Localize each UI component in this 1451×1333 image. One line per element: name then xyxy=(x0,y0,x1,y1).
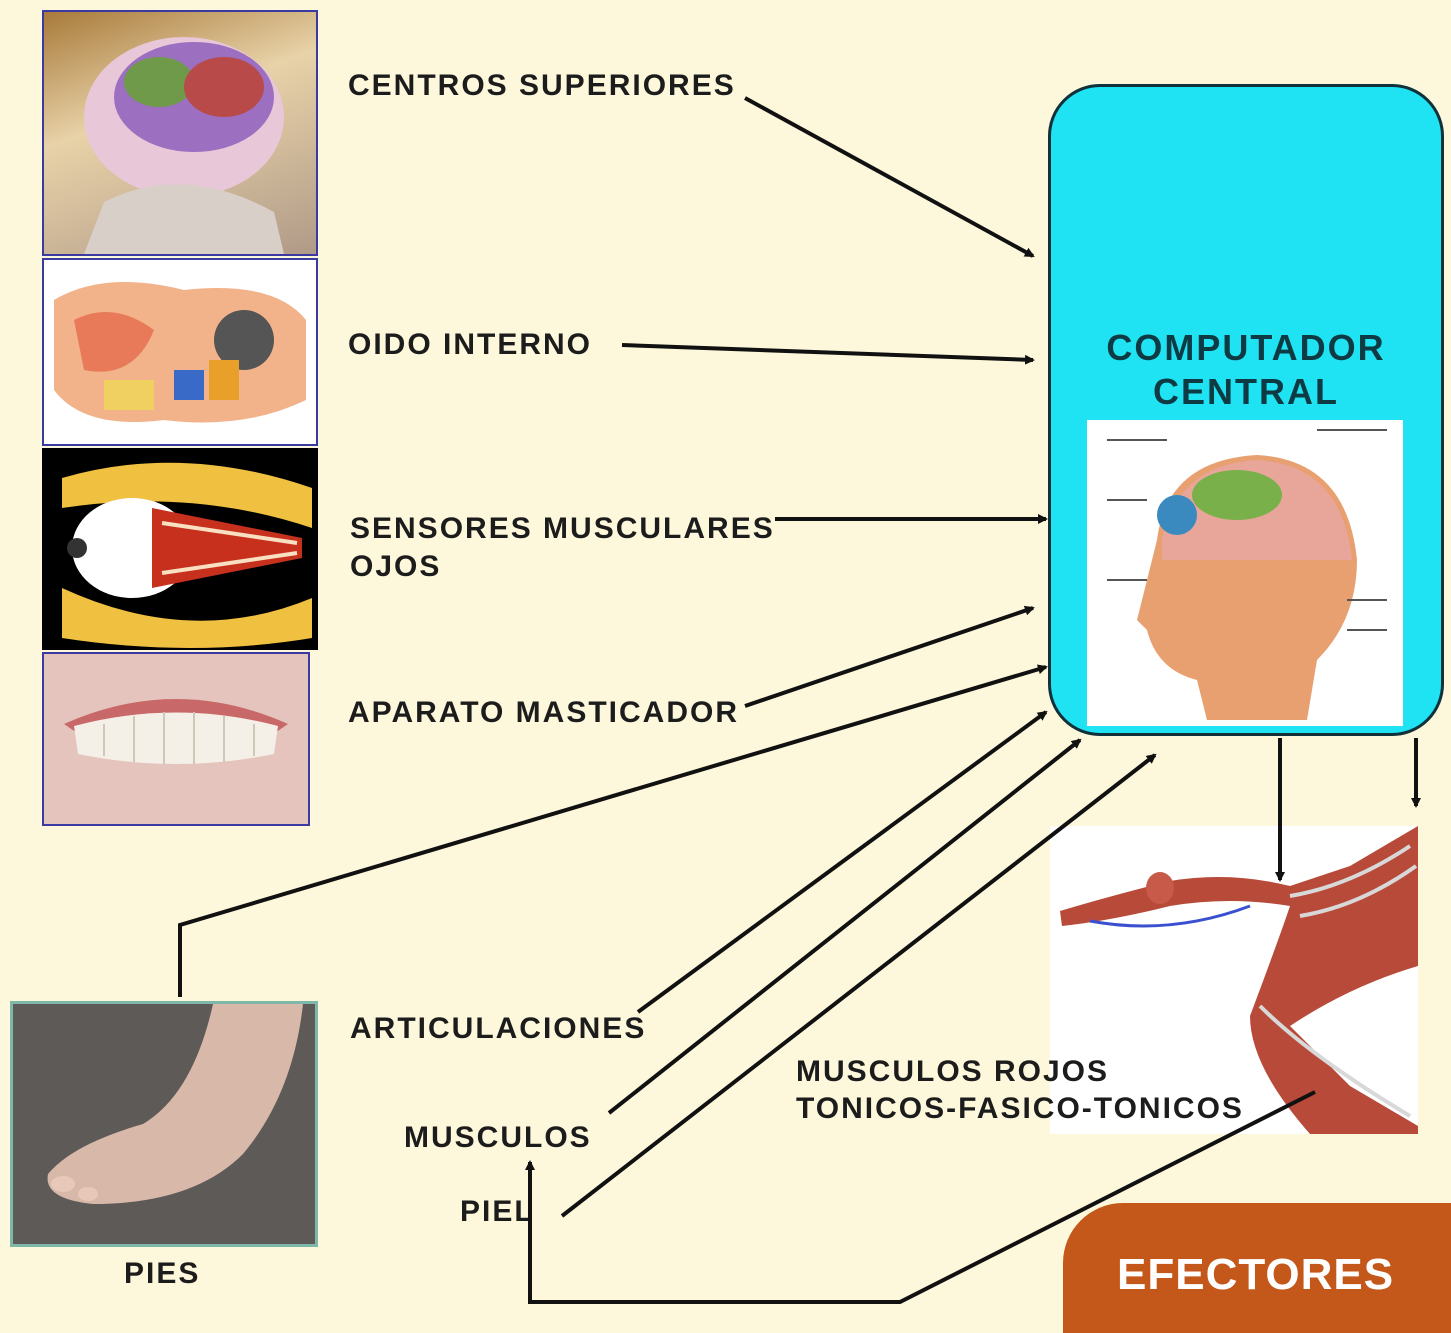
brain-head-image xyxy=(42,10,318,256)
label-articulaciones: ARTICULACIONES xyxy=(350,1010,646,1048)
eye-illustration xyxy=(42,448,318,650)
computador-central-box: COMPUTADOR CENTRAL xyxy=(1048,84,1444,736)
arrow-oido-interno xyxy=(622,345,1033,360)
ear-illustration xyxy=(44,260,316,444)
efectores-label: EFECTORES xyxy=(1117,1250,1394,1300)
label-musculos-rojos: MUSCULOS ROJOS xyxy=(796,1053,1109,1091)
foot-image xyxy=(10,1001,318,1247)
label-sensores-musculares: SENSORES MUSCULARES xyxy=(350,510,775,548)
teeth-image xyxy=(42,652,310,826)
central-title-line2: CENTRAL xyxy=(1051,371,1441,413)
teeth-illustration xyxy=(44,654,308,824)
foot-illustration xyxy=(13,1004,315,1244)
label-tonicos-fasico-tonicos: TONICOS-FASICO-TONICOS xyxy=(796,1090,1244,1128)
central-title-line1: COMPUTADOR xyxy=(1051,327,1441,369)
label-ojos: OJOS xyxy=(350,548,441,586)
head-brain-image xyxy=(1087,420,1403,726)
arrow-centros-superiores xyxy=(745,98,1033,256)
label-pies: PIES xyxy=(124,1255,200,1293)
brain-illustration xyxy=(44,12,316,254)
eye-muscles-image xyxy=(42,448,318,650)
label-oido-interno: OIDO INTERNO xyxy=(348,326,592,364)
arrow-aparato-masticador xyxy=(745,608,1033,706)
label-musculos: MUSCULOS xyxy=(404,1119,592,1157)
label-centros-superiores: CENTROS SUPERIORES xyxy=(348,67,736,105)
head-brain-illustration xyxy=(1087,420,1403,726)
label-piel: PIEL xyxy=(460,1193,535,1231)
inner-ear-image xyxy=(42,258,318,446)
label-aparato-masticador: APARATO MASTICADOR xyxy=(348,694,739,732)
arrow-articulaciones xyxy=(638,712,1046,1012)
